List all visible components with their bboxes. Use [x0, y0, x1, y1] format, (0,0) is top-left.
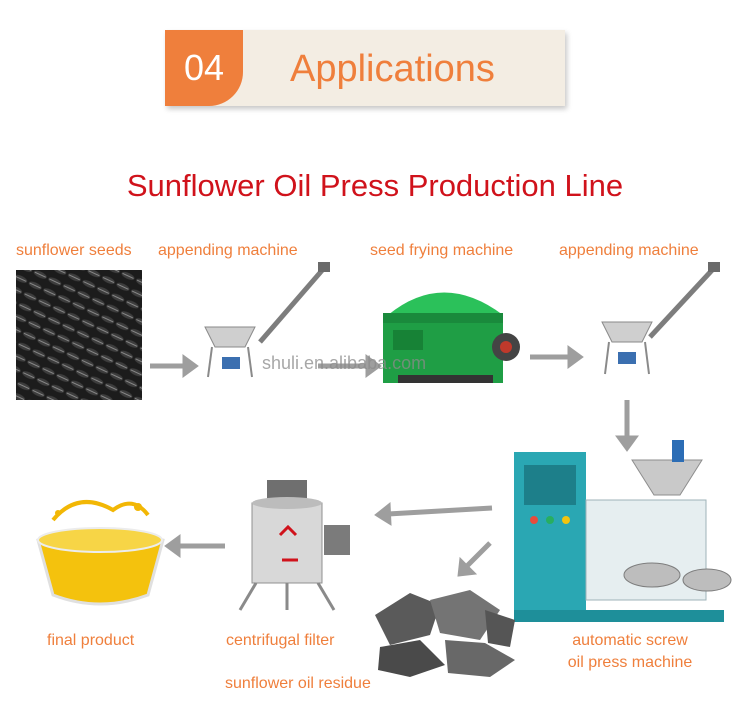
appending-machine-1-image — [204, 262, 330, 378]
arrow-press-to-residue — [457, 541, 492, 577]
appending-machine-2-image — [601, 262, 720, 375]
arrow-append1-to-frying — [318, 354, 382, 378]
arrow-frying-to-append2 — [530, 345, 584, 369]
centrifugal-filter-image — [238, 480, 350, 611]
arrow-seeds-to-append1 — [150, 354, 199, 378]
section-number: 04 — [183, 47, 225, 88]
arrow-append2-to-press — [615, 400, 639, 452]
label-appending-machine-2: appending machine — [559, 242, 699, 259]
diagram-title: Sunflower Oil Press Production Line — [126, 168, 624, 203]
label-sunflower-oil-residue: sunflower oil residue — [225, 675, 371, 692]
label-press-line-1: automatic screw — [572, 632, 688, 649]
label-appending-machine-1: appending machine — [158, 242, 298, 259]
label-centrifugal-filter: centrifugal filter — [226, 632, 335, 649]
section-number-badge — [165, 30, 243, 106]
final-product-image — [36, 500, 165, 606]
label-sunflower-seeds: sunflower seeds — [16, 242, 132, 259]
label-final-product: final product — [47, 632, 135, 649]
label-press-line-2: oil press machine — [567, 654, 693, 671]
section-title: Applications — [290, 48, 495, 90]
watermark: shuli.en.alibaba.com — [262, 353, 427, 373]
seed-frying-machine-image — [383, 292, 520, 383]
label-seed-frying-machine: seed frying machine — [370, 242, 514, 259]
sunflower-seeds-image — [16, 270, 142, 400]
oil-press-machine-image — [514, 440, 732, 622]
arrow-press-to-filter — [374, 501, 493, 526]
oil-residue-image — [375, 590, 515, 677]
arrow-filter-to-final — [164, 534, 225, 558]
